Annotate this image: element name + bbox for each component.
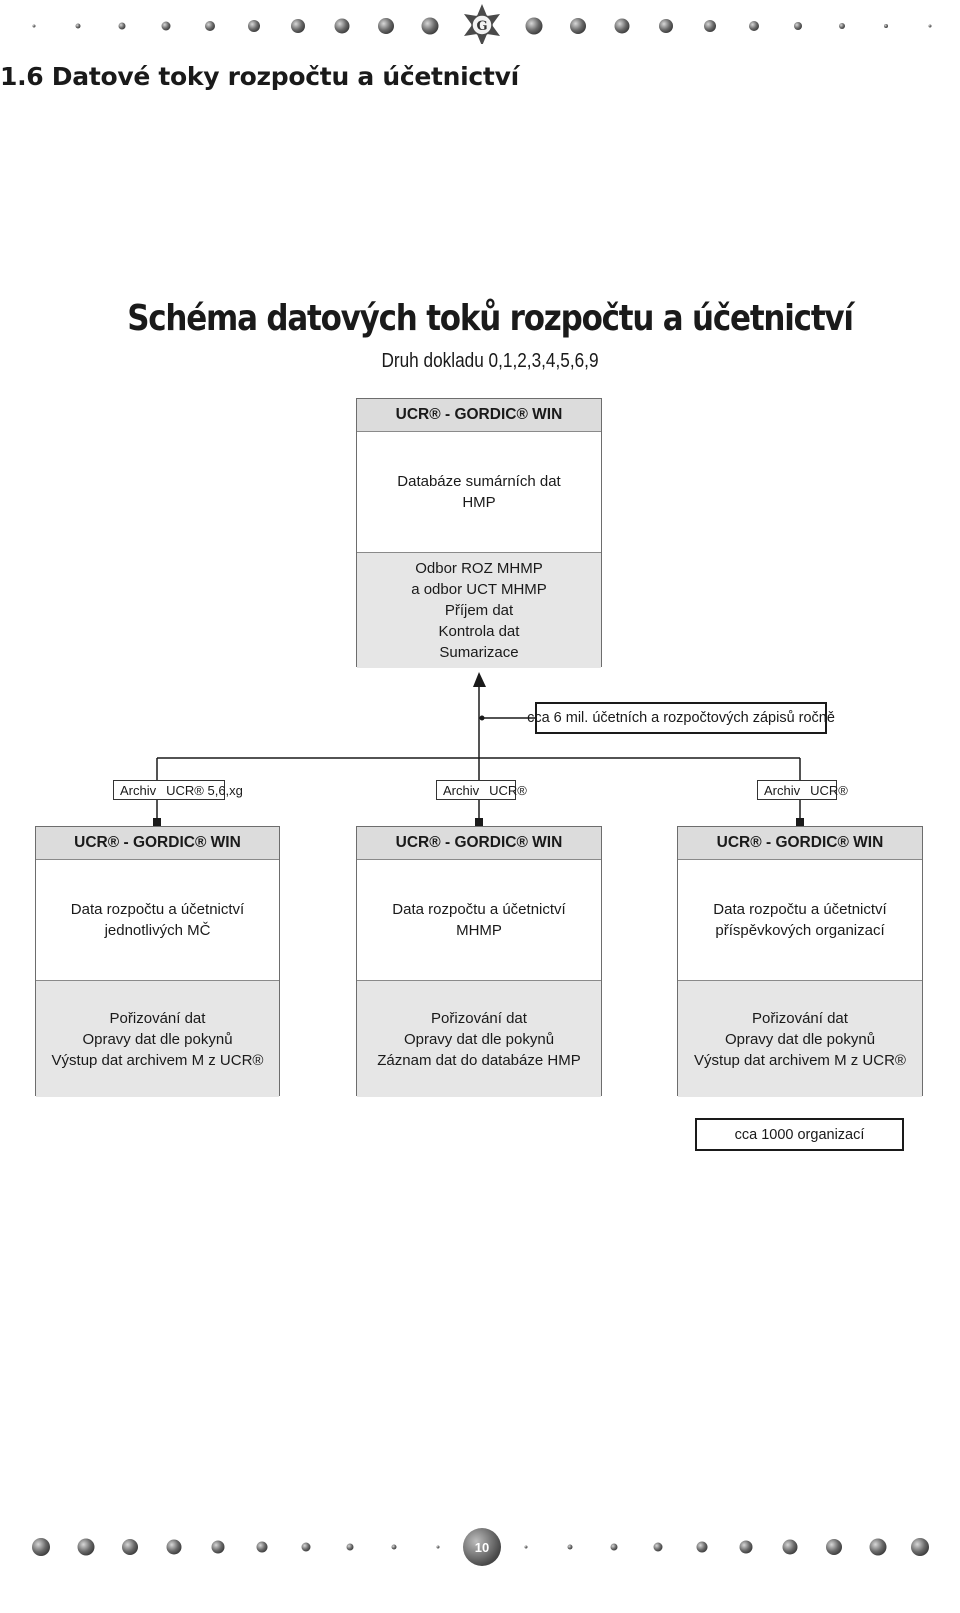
box-header: UCR® - GORDIC® WIN — [678, 827, 922, 860]
box-middle-line: Data rozpočtu a účetnictví — [70, 901, 245, 918]
box-middle-line: MHMP — [456, 922, 502, 939]
footer-dot-row — [32, 1538, 929, 1556]
top-box-bottom: Odbor ROZ MHMP a odbor UCT MHMP Příjem d… — [357, 553, 601, 668]
archive-label-right: UCR® — [810, 782, 848, 798]
box-bottom-line: Výstup dat archivem M z UCR® — [694, 1051, 906, 1069]
box-header: UCR® - GORDIC® WIN — [357, 827, 601, 860]
archive-label-left: Archiv — [764, 782, 801, 798]
header-dot-row: G — [32, 4, 932, 44]
box-mc: UCR® - GORDIC® WIN Data rozpočtu a účetn… — [35, 826, 280, 1097]
box-bottom-line: Záznam dat do databáze HMP — [377, 1051, 581, 1069]
top-box-bottom-line: Příjem dat — [444, 602, 514, 619]
section-title: 1.6 Datové toky rozpočtu a účetnictví — [0, 62, 519, 91]
flow-volume-label: cca 6 mil. účetních a rozpočtových zápis… — [527, 702, 835, 734]
box-middle: Data rozpočtu a účetnictví jednotlivých … — [36, 860, 279, 981]
box-bottom: Pořizování dat Opravy dat dle pokynů Záz… — [357, 981, 601, 1097]
top-box-middle: Databáze sumárních dat HMP — [357, 432, 601, 553]
top-box-middle-line: HMP — [462, 494, 496, 511]
top-box: UCR® - GORDIC® WIN Databáze sumárních da… — [356, 398, 602, 668]
box-mhmp: UCR® - GORDIC® WIN Data rozpočtu a účetn… — [356, 826, 602, 1097]
archive-label: Archiv UCR® — [436, 780, 527, 800]
organization-count-label: cca 1000 organizací — [695, 1118, 904, 1151]
box-middle: Data rozpočtu a účetnictví MHMP — [357, 860, 601, 981]
flow-connectors — [153, 672, 804, 826]
box-organizations: UCR® - GORDIC® WIN Data rozpočtu a účetn… — [677, 826, 923, 1097]
gordic-logo: G — [464, 4, 500, 44]
archive-label: Archiv UCR® — [757, 780, 848, 800]
archive-label-right: UCR® 5,6,xg — [166, 782, 243, 798]
page-number-badge: 10 — [463, 1528, 501, 1566]
box-middle-line: příspěvkových organizací — [715, 922, 885, 939]
box-header: UCR® - GORDIC® WIN — [36, 827, 279, 860]
box-middle-line: Data rozpočtu a účetnictví — [713, 901, 887, 918]
archive-label-right: UCR® — [489, 782, 527, 798]
box-bottom-line: Opravy dat dle pokynů — [82, 1030, 233, 1048]
top-box-bottom-line: a odbor UCT MHMP — [411, 581, 547, 598]
box-middle-line: jednotlivých MČ — [104, 922, 211, 939]
diagram-subtitle: Druh dokladu 0,1,2,3,4,5,6,9 — [381, 350, 599, 372]
archive-label-left: Archiv — [120, 782, 157, 798]
box-bottom-line: Pořizování dat — [109, 1009, 206, 1027]
top-box-bottom-line: Odbor ROZ MHMP — [415, 560, 543, 577]
box-bottom-line: Opravy dat dle pokynů — [724, 1030, 876, 1048]
box-middle-line: Data rozpočtu a účetnictví — [392, 901, 566, 918]
top-box-header: UCR® - GORDIC® WIN — [357, 399, 601, 432]
archive-label-left: Archiv — [443, 782, 480, 798]
box-bottom: Pořizování dat Opravy dat dle pokynů Výs… — [678, 981, 922, 1097]
box-bottom-line: Opravy dat dle pokynů — [403, 1030, 555, 1048]
box-middle: Data rozpočtu a účetnictví příspěvkových… — [678, 860, 922, 981]
svg-text:G: G — [476, 19, 487, 34]
box-bottom-line: Pořizování dat — [752, 1009, 848, 1027]
diagram-title: Schéma datových toků rozpočtu a účetnict… — [127, 298, 854, 339]
top-box-middle-line: Databáze sumárních dat — [397, 473, 561, 490]
top-box-bottom-line: Sumarizace — [439, 644, 519, 661]
box-bottom: Pořizování dat Opravy dat dle pokynů Výs… — [36, 981, 279, 1097]
arrow-up-icon — [473, 672, 486, 687]
archive-label: Archiv UCR® 5,6,xg — [113, 780, 243, 800]
box-bottom-line: Výstup dat archivem M z UCR® — [51, 1051, 264, 1069]
top-box-bottom-line: Kontrola dat — [438, 623, 520, 640]
box-bottom-line: Pořizování dat — [431, 1009, 527, 1027]
